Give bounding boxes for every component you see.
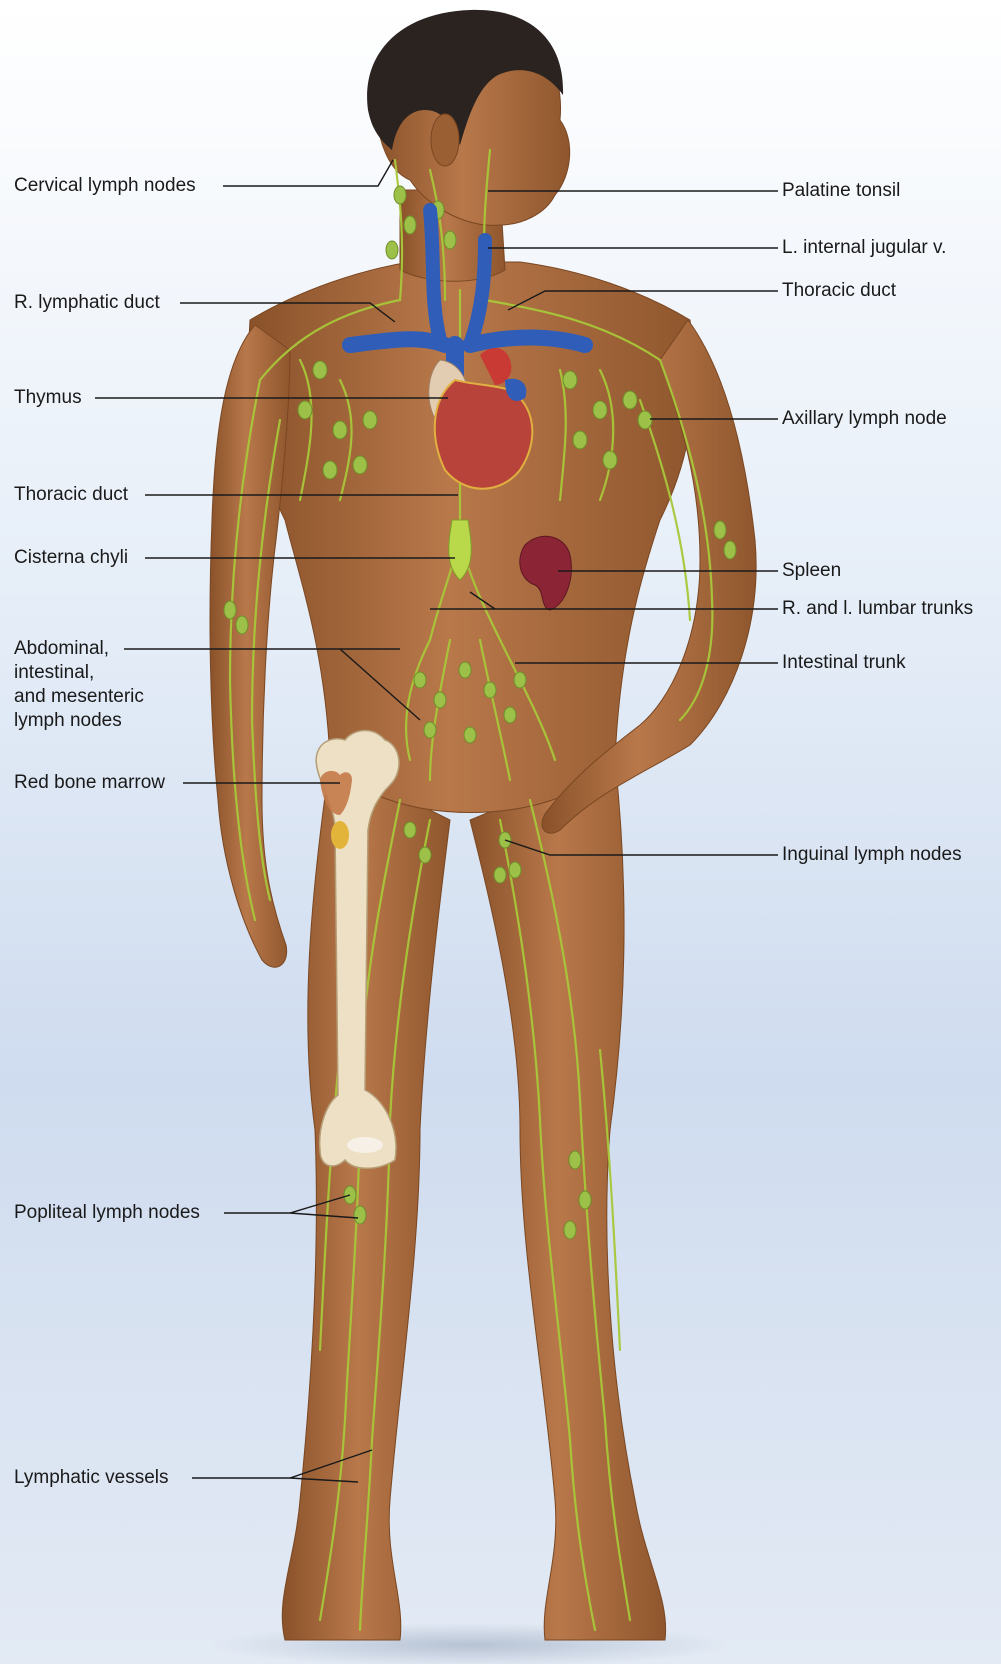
label-r-lymphatic-duct: R. lymphatic duct xyxy=(14,291,160,315)
label-l-internal-jugular-v: L. internal jugular v. xyxy=(782,236,946,260)
label-thoracic-duct-right: Thoracic duct xyxy=(782,279,896,303)
label-intestinal-trunk: Intestinal trunk xyxy=(782,651,906,675)
label-popliteal-lymph-nodes: Popliteal lymph nodes xyxy=(14,1201,200,1225)
ear xyxy=(431,114,459,166)
leader-cervical xyxy=(223,160,393,186)
label-thoracic-duct-left: Thoracic duct xyxy=(14,483,128,507)
label-palatine-tonsil: Palatine tonsil xyxy=(782,179,900,203)
label-cisterna-chyli: Cisterna chyli xyxy=(14,546,128,570)
label-lymphatic-vessels: Lymphatic vessels xyxy=(14,1466,169,1490)
label-abdominal-nodes: Abdominal, intestinal, and mesenteric ly… xyxy=(14,637,144,733)
label-spleen: Spleen xyxy=(782,559,841,583)
label-inguinal-lymph-nodes: Inguinal lymph nodes xyxy=(782,843,962,867)
label-r-and-l-lumbar-trunks: R. and l. lumbar trunks xyxy=(782,597,973,621)
label-thymus: Thymus xyxy=(14,386,82,410)
label-cervical-lymph-nodes: Cervical lymph nodes xyxy=(14,174,196,198)
label-red-bone-marrow: Red bone marrow xyxy=(14,771,165,795)
label-axillary-lymph-node: Axillary lymph node xyxy=(782,407,947,431)
